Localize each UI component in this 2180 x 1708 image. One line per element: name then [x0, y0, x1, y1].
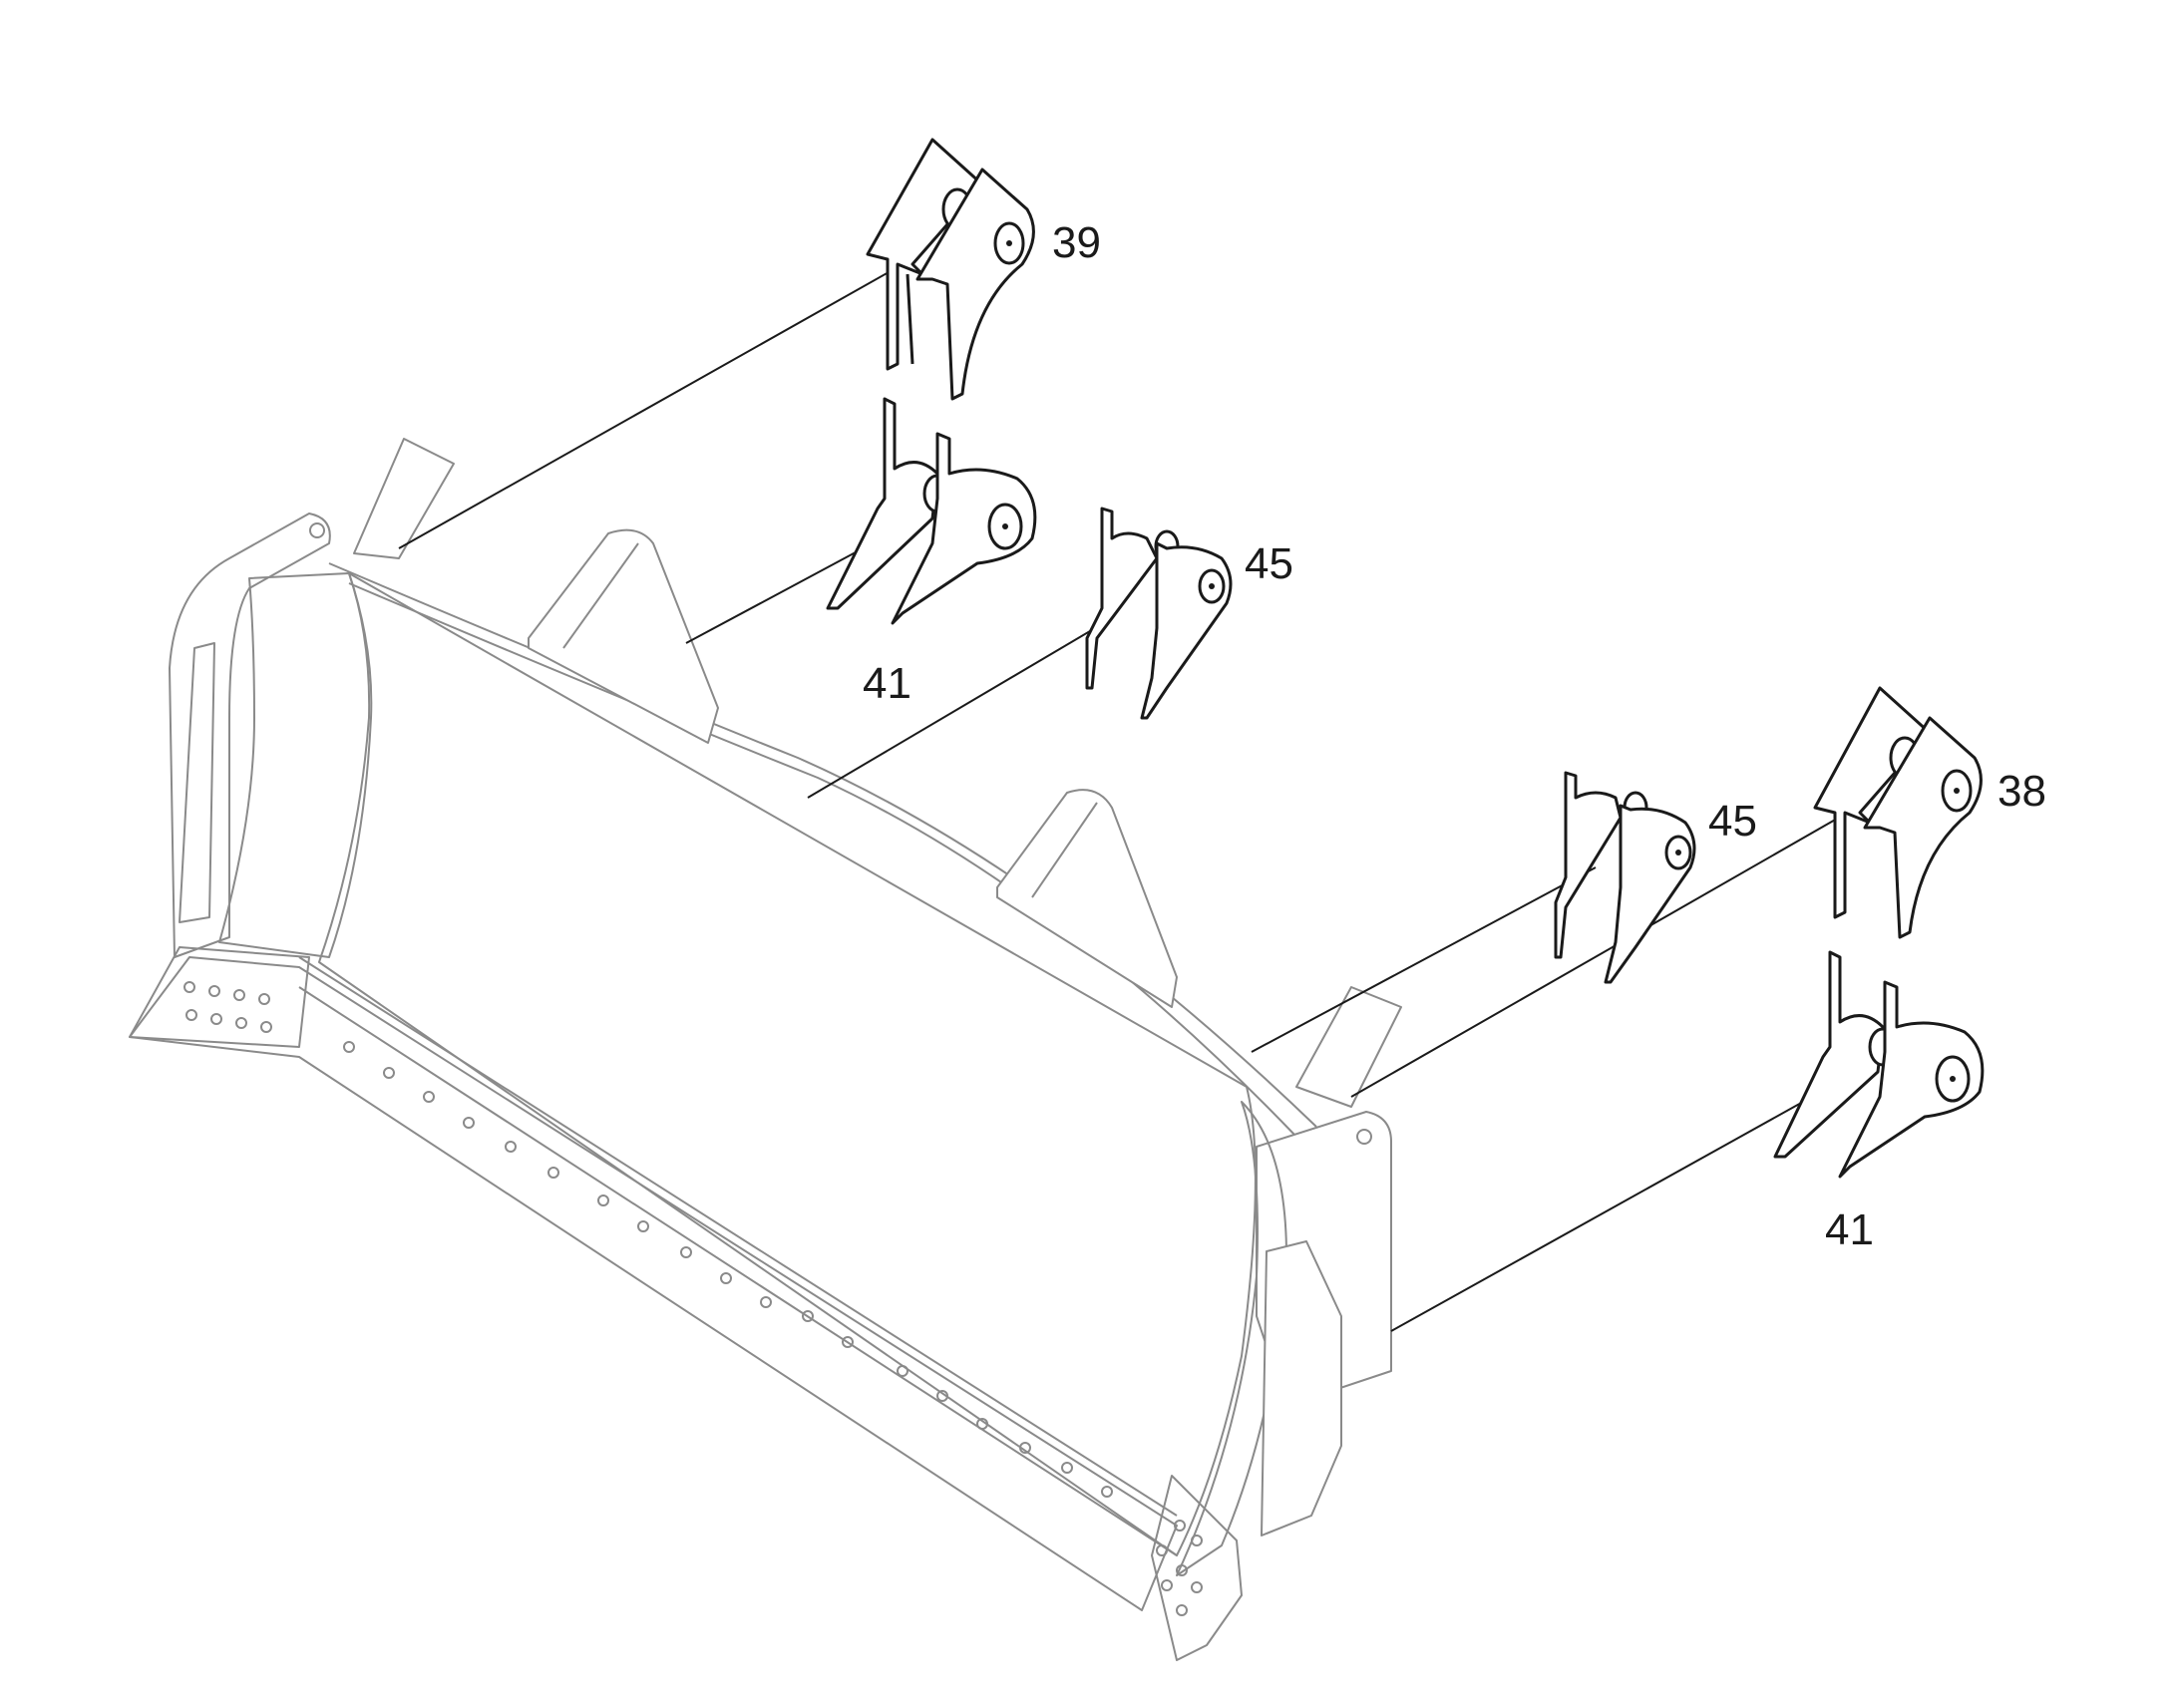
- part-41-left-shank: [826, 397, 1037, 625]
- blade-rear-mount-center-left: [528, 528, 719, 744]
- blade-right-lift-hole: [1356, 1129, 1372, 1145]
- part-45-left-front-plate: [1140, 541, 1233, 720]
- blade-cutting-edge-line: [298, 986, 1178, 1556]
- callout-45-right: 45: [1708, 797, 1757, 846]
- leader-41-right: [1390, 1086, 1831, 1332]
- leader-39: [398, 266, 899, 549]
- blade-rear-mount-center-right-inner: [1031, 802, 1098, 898]
- blade-left-bolt-holes: [183, 981, 272, 1033]
- blade-left-end-plate: [169, 512, 331, 958]
- dozer-blade: [129, 438, 1402, 1661]
- part-45-right-shank: [1554, 771, 1696, 984]
- callout-45-left: 45: [1245, 539, 1293, 588]
- leader-38: [1350, 802, 1866, 1098]
- part-45-right-back-plate: [1554, 771, 1623, 959]
- leader-lines: [398, 266, 1866, 1332]
- blade-left-side-panel: [218, 572, 373, 958]
- leader-45-right: [1251, 866, 1597, 1053]
- blade-moldboard: [318, 572, 1257, 1556]
- blade-right-corner-bit: [1151, 1475, 1243, 1661]
- blade-right-side-panel: [1176, 1101, 1287, 1576]
- leader-45-left: [807, 617, 1113, 799]
- callout-41-right: 41: [1825, 1205, 1874, 1254]
- blade-rear-mount-left: [353, 438, 455, 559]
- part-45-left-back-plate: [1085, 507, 1159, 690]
- blade-edge-bolt-holes: [343, 1041, 1113, 1498]
- blade-cutting-edge-lower: [129, 956, 1178, 1611]
- callout-39: 39: [1052, 218, 1101, 267]
- part-39-shank: [866, 138, 1035, 401]
- blade-rear-mount-center-right: [996, 789, 1178, 1008]
- part-41-right-back-plate: [1773, 950, 1885, 1159]
- blade-rear-mount-right: [1295, 986, 1402, 1108]
- blade-top-edge-2: [348, 582, 1297, 1138]
- part-45-left-shank: [1085, 507, 1233, 720]
- part-41-right-front-plate: [1838, 980, 1985, 1179]
- callout-38: 38: [1998, 767, 2046, 816]
- blade-bottom-edge: [298, 956, 1178, 1517]
- callout-41-left: 41: [863, 659, 911, 708]
- blade-left-lift-hole: [309, 522, 325, 538]
- part-41-right-shank: [1773, 950, 1985, 1179]
- blade-left-rib: [179, 642, 215, 923]
- blade-right-bolt-holes: [1156, 1520, 1203, 1616]
- part-45-right-front-plate: [1604, 804, 1696, 984]
- blade-right-side-plate: [1261, 1240, 1342, 1537]
- part-41-left-front-plate: [891, 432, 1037, 625]
- callout-labels: 39 41 45 45 38 41: [863, 218, 2046, 1254]
- blade-left-corner-bit: [129, 946, 310, 1048]
- part-41-left-back-plate: [826, 397, 939, 610]
- blade-rear-mount-center-left-inner: [562, 542, 639, 649]
- part-38-shank: [1813, 686, 1983, 939]
